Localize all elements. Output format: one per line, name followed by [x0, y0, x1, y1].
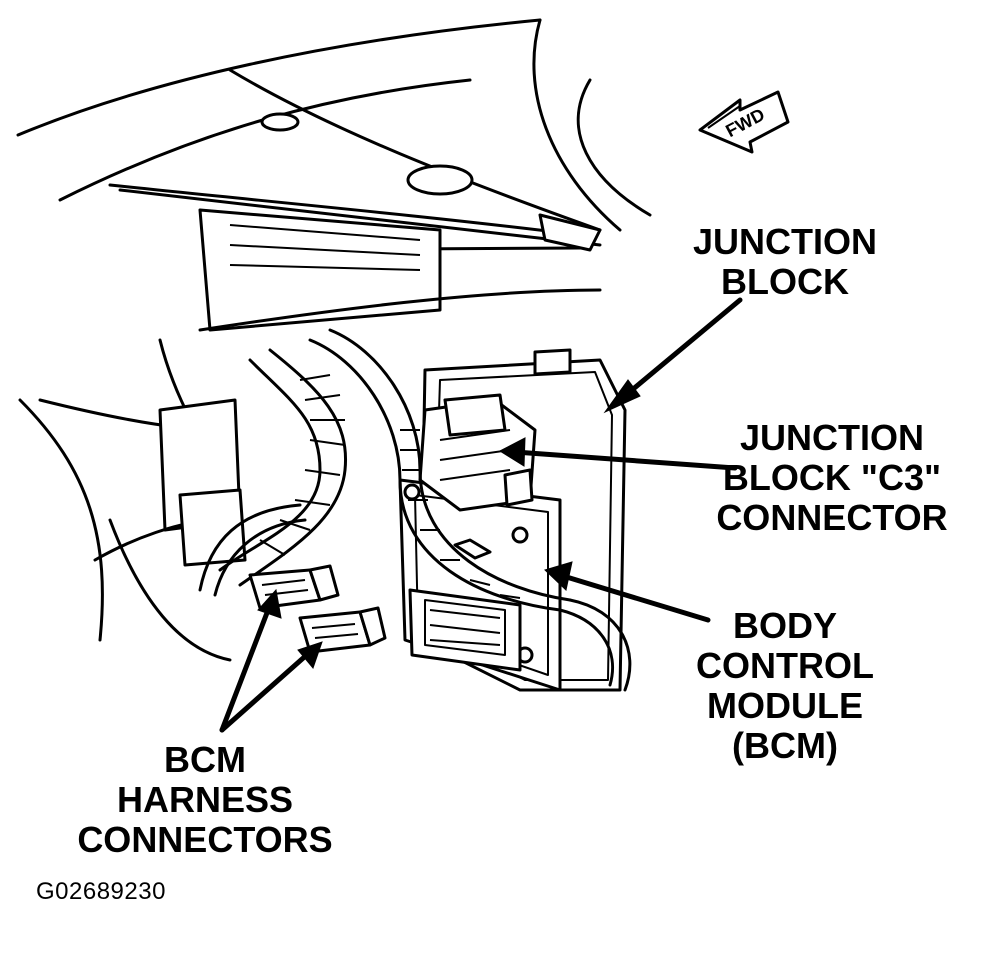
harness-connectors-label: BCM HARNESS CONNECTORS	[77, 739, 333, 860]
harness-leader-1	[219, 602, 273, 733]
c3-connector-leader	[512, 449, 738, 471]
wiring-harness-drawing	[198, 328, 632, 692]
harness-connector-drawing-1	[248, 564, 340, 610]
leader-arrow-icon	[219, 297, 743, 733]
dash-panel-drawing	[16, 18, 652, 662]
junction-block-drawing	[398, 348, 627, 692]
junction-block-leader	[617, 297, 743, 403]
c3-connector-drawing	[418, 393, 537, 512]
harness-leader-2	[219, 649, 313, 733]
junction-block-label: JUNCTION BLOCK	[692, 221, 877, 302]
figure-id: G02689230	[36, 878, 166, 905]
bcm-leader	[557, 572, 711, 623]
c3-connector-label: JUNCTION BLOCK "C3" CONNECTOR	[716, 417, 948, 538]
fwd-direction-arrow-icon	[698, 90, 790, 154]
bcm-label: BODY CONTROL MODULE (BCM)	[696, 605, 874, 766]
harness-connector-drawing-2	[298, 606, 387, 654]
